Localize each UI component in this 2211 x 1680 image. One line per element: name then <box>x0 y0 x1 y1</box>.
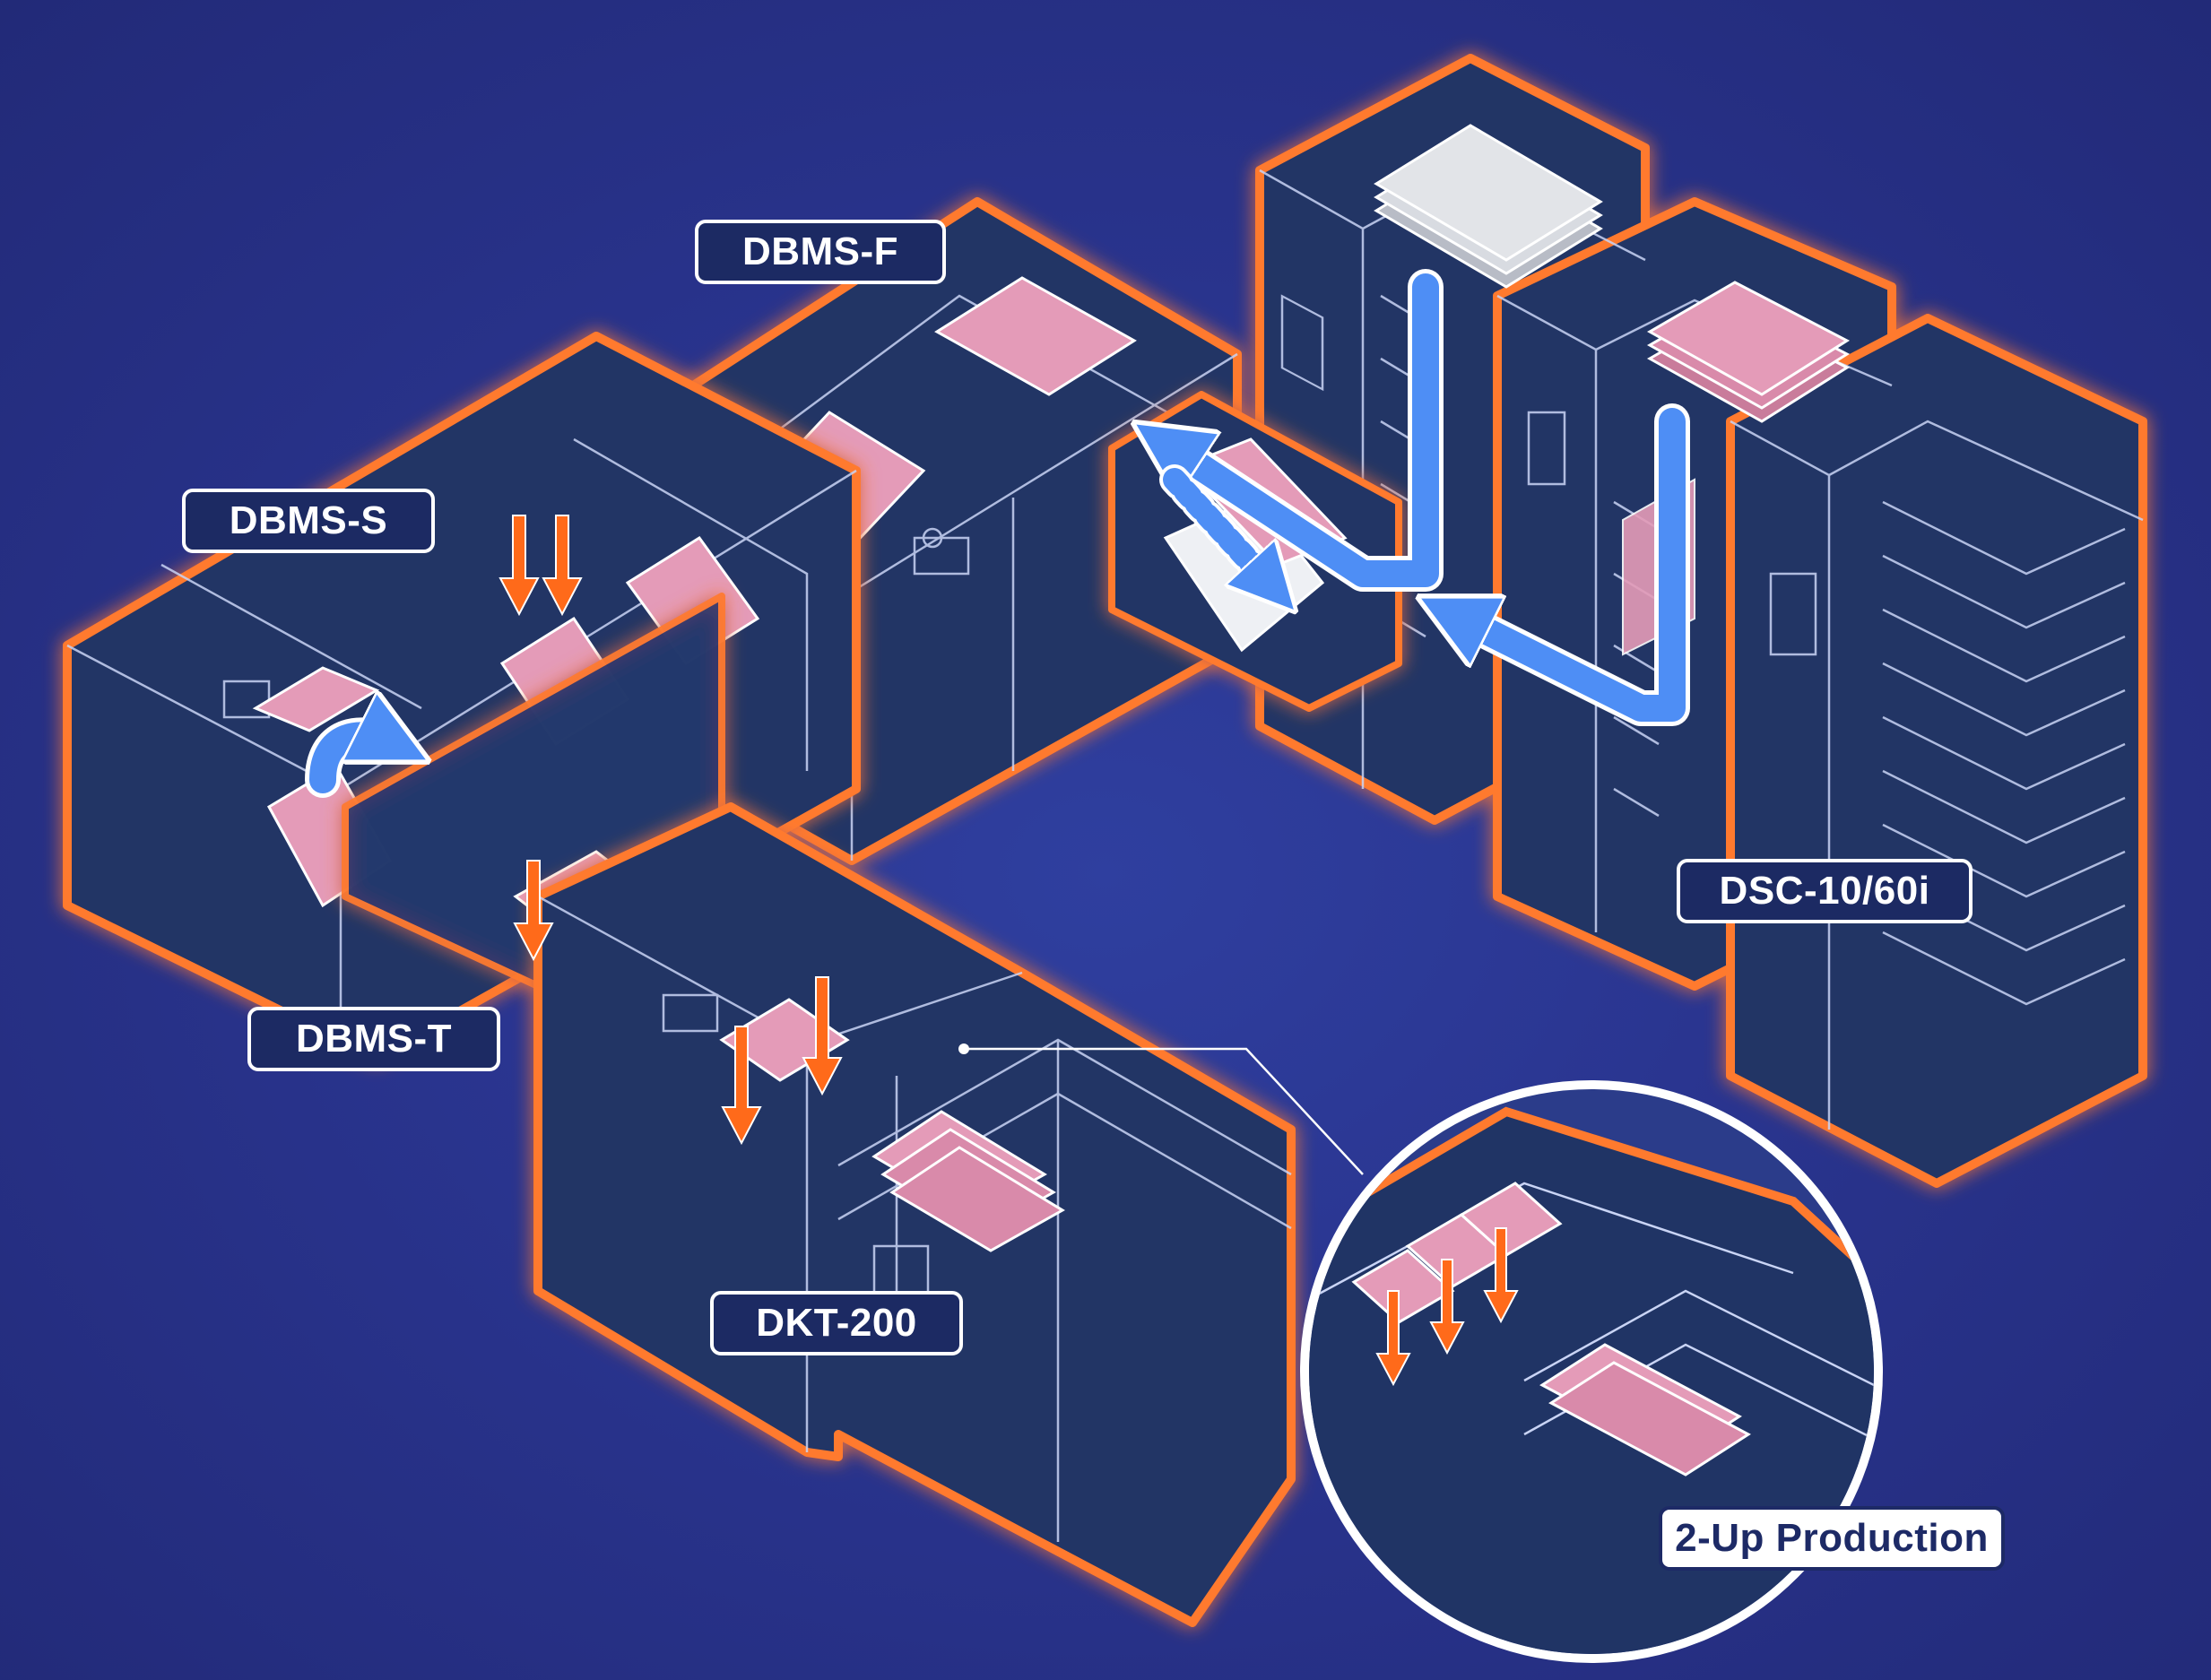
dkt-200-detail-lines <box>537 895 1292 1542</box>
label-dsc-10-60i: DSC-10/60i <box>1677 859 1973 923</box>
label-2-up-production: 2-Up Production <box>1659 1506 2005 1571</box>
dbms-f-sheet-top <box>934 276 1137 396</box>
callout-dot <box>958 1044 969 1054</box>
arrow-icon <box>305 269 1690 798</box>
callout-line <box>964 1047 1364 1175</box>
dsc-paper-stack-gray <box>1374 124 1603 289</box>
label-dbms-s: DBMS-S <box>182 489 435 553</box>
dkt-200-machine <box>533 802 1296 1627</box>
label-dbms-f: DBMS-F <box>695 220 946 284</box>
dsc-paper-stack-pink <box>1646 281 1851 423</box>
zoom-circle <box>1300 1080 1883 1663</box>
label-dbms-t: DBMS-T <box>247 1007 500 1071</box>
label-dkt-200: DKT-200 <box>710 1291 963 1355</box>
dkt-200-sheets <box>719 998 1065 1252</box>
down-arrow-icon <box>499 515 843 1146</box>
